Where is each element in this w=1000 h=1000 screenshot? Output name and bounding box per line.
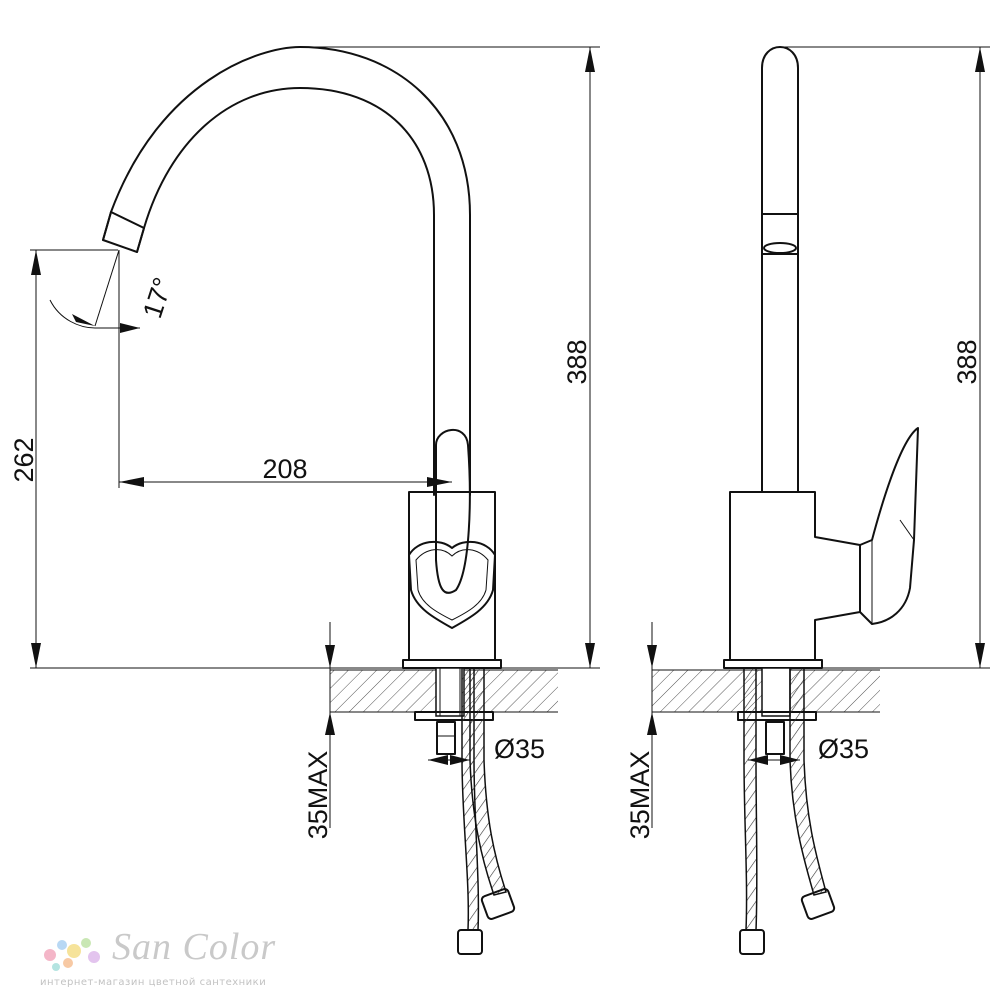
watermark-logo: San Color	[112, 926, 277, 968]
watermark: San Color интернет-магазин цветной санте…	[40, 925, 300, 995]
side-aerator	[761, 213, 799, 255]
front-view: 388 262 208 17° Ø35 35MAX	[9, 46, 600, 955]
watermark-dot	[81, 938, 91, 948]
spout-angle-label: 17°	[137, 274, 178, 322]
side-nut	[765, 721, 785, 755]
watermark-dot	[88, 951, 100, 963]
front-counter-thickness-label: 35MAX	[303, 751, 333, 840]
side-view: 388 Ø35 35MAX	[625, 46, 990, 955]
side-hose-fitting-left	[739, 929, 765, 955]
spout-reach-label: 208	[262, 454, 307, 484]
front-spout	[102, 46, 471, 496]
front-base-plate	[402, 659, 502, 669]
front-hose-fitting-right	[480, 888, 516, 920]
side-stud	[761, 667, 791, 717]
front-washer	[414, 711, 494, 721]
watermark-dot	[57, 940, 67, 950]
side-hose-left	[743, 667, 758, 931]
front-nut	[436, 721, 456, 755]
front-stud	[435, 667, 465, 717]
side-counter-thickness-label: 35MAX	[625, 751, 655, 840]
watermark-tagline: интернет-магазин цветной сантехники	[40, 977, 267, 988]
side-body	[729, 491, 861, 661]
watermark-dots-icon	[44, 938, 100, 971]
front-height-label: 388	[562, 339, 592, 384]
front-handle-shield-inner	[415, 549, 489, 621]
side-hose-fitting-right	[800, 888, 836, 920]
side-spout	[761, 46, 799, 493]
front-body	[408, 491, 496, 661]
side-hose-right	[789, 667, 827, 896]
front-lever	[435, 428, 471, 594]
front-spout-outlet	[110, 211, 145, 229]
front-hose-fitting-left	[457, 929, 483, 955]
front-hose-right	[469, 667, 507, 896]
spout-height-label: 262	[9, 437, 39, 482]
watermark-dot	[63, 958, 73, 968]
side-hole-diameter-label: Ø35	[818, 734, 869, 764]
front-handle-shield	[408, 540, 496, 629]
watermark-dot	[67, 944, 81, 958]
watermark-dot	[44, 949, 56, 961]
side-base-plate	[723, 659, 823, 669]
side-height-label: 388	[952, 339, 982, 384]
side-washer	[737, 711, 817, 721]
side-aerator-mesh	[763, 242, 797, 254]
watermark-dot	[52, 963, 60, 971]
side-lever	[859, 427, 919, 625]
front-hole-diameter-label: Ø35	[494, 734, 545, 764]
